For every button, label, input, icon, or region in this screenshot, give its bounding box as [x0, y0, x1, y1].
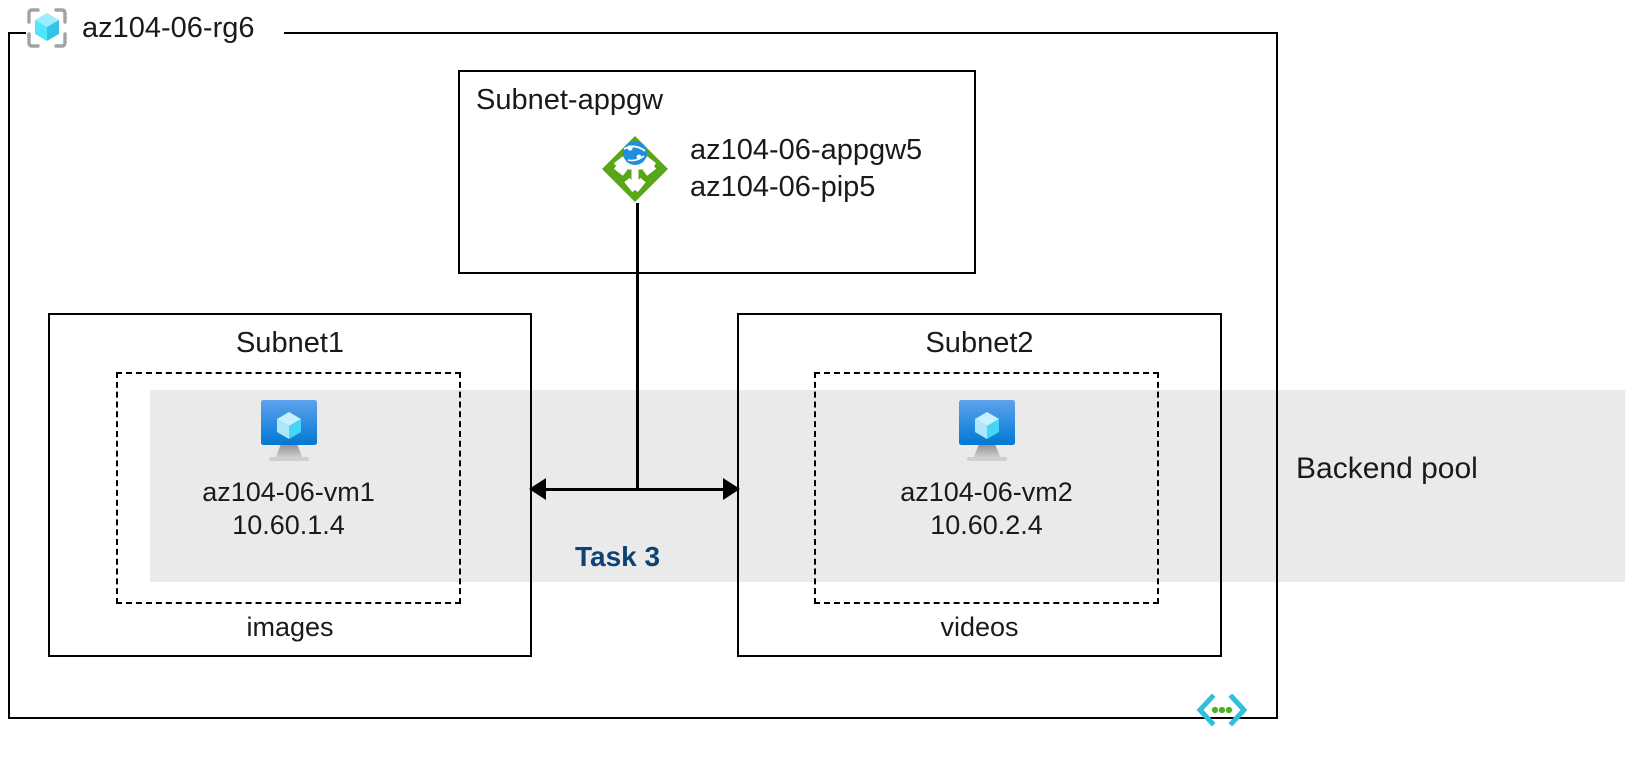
application-gateway-icon: [598, 132, 672, 206]
subnet2-footer-label: videos: [940, 612, 1019, 642]
application-gateway-labels: az104-06-appgw5 az104-06-pip5: [690, 132, 922, 206]
backend-pool-label: Backend pool: [1296, 452, 1478, 485]
connector-arrow-left-icon: [529, 478, 546, 500]
subnet1-vm-dashed-group: az104-06-vm1 10.60.1.4: [116, 372, 461, 604]
subnet-appgw-title: Subnet-appgw: [476, 84, 664, 116]
subnet1-vm-name: az104-06-vm1: [202, 477, 375, 507]
task-3-label: Task 3: [575, 541, 661, 572]
subnet-appgw-box: Subnet-appgw az: [458, 70, 976, 274]
appgw-to-subnets-connector: [636, 203, 639, 490]
subnet1-box: Subnet1: [48, 313, 532, 657]
subnet2-box: Subnet2: [737, 313, 1222, 657]
resource-group-container: [8, 32, 1278, 719]
subnet1-title: Subnet1: [235, 327, 345, 359]
virtual-machine-icon: [251, 396, 327, 466]
subnet2-vm-name: az104-06-vm2: [900, 477, 1073, 507]
resource-group-header: az104-06-rg6: [24, 5, 255, 51]
subnet2-vm-ip: 10.60.2.4: [930, 509, 1043, 540]
virtual-network-icon: [1196, 693, 1248, 727]
application-gateway-resource: az104-06-appgw5 az104-06-pip5: [598, 132, 922, 206]
resource-group-title-notch: [26, 22, 284, 44]
virtual-machine-icon: [949, 396, 1025, 466]
resource-group-name: az104-06-rg6: [82, 11, 255, 44]
resource-group-cube-icon: [24, 5, 70, 51]
subnet2-vm-resource: az104-06-vm2 10.60.2.4: [816, 396, 1157, 542]
appgw-name: az104-06-appgw5: [690, 134, 923, 166]
appgw-public-ip-name: az104-06-pip5: [690, 171, 876, 204]
subnet2-title: Subnet2: [925, 327, 1034, 359]
subnet2-vm-dashed-group: az104-06-vm2 10.60.2.4: [814, 372, 1159, 604]
subnet1-footer-label: images: [246, 612, 334, 642]
subnet1-vm-resource: az104-06-vm1 10.60.1.4: [118, 396, 459, 542]
backend-pool-band: [150, 390, 1625, 582]
subnet1-vm-ip: 10.60.1.4: [232, 509, 345, 540]
connector-arrow-right-icon: [723, 478, 740, 500]
subnet1-subnet2-connector: [531, 488, 738, 491]
